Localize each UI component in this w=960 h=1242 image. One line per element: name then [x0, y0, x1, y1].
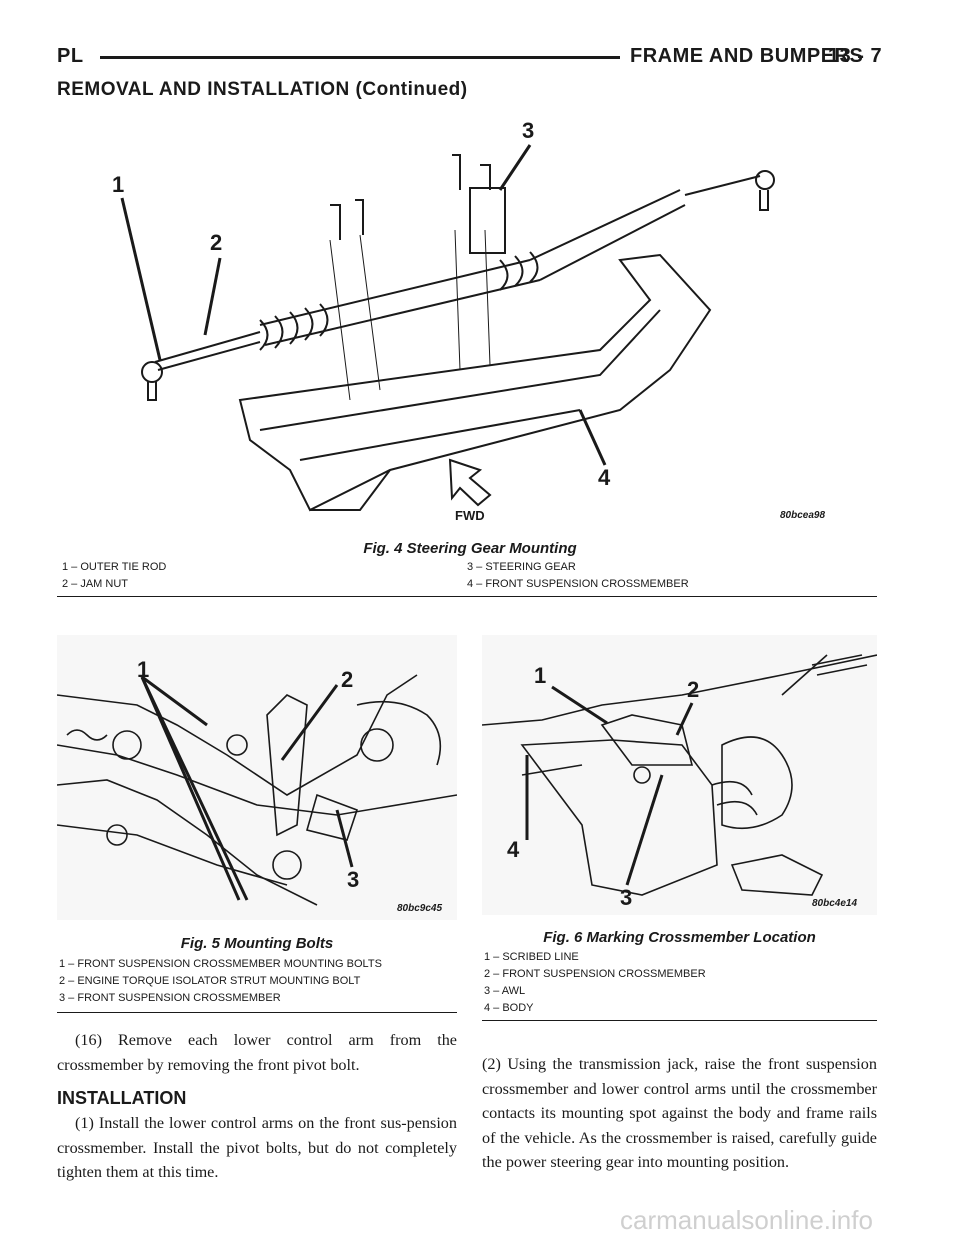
header-section: FRAME AND BUMPERS	[630, 45, 864, 67]
fig4-rule	[57, 596, 877, 597]
fig5-rule	[57, 1012, 457, 1013]
fig6-legend-4: 4 – BODY	[484, 1002, 534, 1014]
fig6-caption: Fig. 6 Marking Crossmember Location	[543, 929, 816, 946]
fig4-legend-3: 3 – STEERING GEAR	[467, 561, 576, 573]
fig4-callout-3: 3	[522, 118, 535, 143]
fig5-callout-1: 1	[137, 657, 150, 682]
figure-5-mounting-bolts: 1 2 3 80bc9c45	[56, 635, 458, 920]
fig4-legend-2: 2 – JAM NUT	[62, 578, 129, 590]
section-title: REMOVAL AND INSTALLATION (Continued)	[57, 79, 468, 100]
fig5-legend-3: 3 – FRONT SUSPENSION CROSSMEMBER	[59, 992, 281, 1004]
fig6-callout-1: 1	[534, 663, 547, 688]
step-1-text: (1) Install the lower control arms on th…	[57, 1114, 457, 1181]
fig6-callout-4: 4	[507, 837, 520, 862]
fig5-legend-2: 2 – ENGINE TORQUE ISOLATOR STRUT MOUNTIN…	[59, 975, 361, 987]
fig6-callout-3: 3	[620, 885, 633, 910]
fig6-legend-1: 1 – SCRIBED LINE	[484, 951, 579, 963]
fig4-fwd-label: FWD	[455, 508, 485, 523]
step-2-text: (2) Using the transmission jack, raise t…	[482, 1055, 877, 1171]
fig5-legend-1: 1 – FRONT SUSPENSION CROSSMEMBER MOUNTIN…	[59, 958, 382, 970]
steering-gear-illustration	[141, 154, 775, 512]
fig5-callout-3: 3	[347, 867, 360, 892]
fig4-legend-1: 1 – OUTER TIE ROD	[62, 561, 167, 573]
fig6-legend-3: 3 – AWL	[484, 985, 526, 997]
header-page: 13 - 7	[828, 45, 883, 67]
fig5-code: 80bc9c45	[397, 903, 443, 914]
fig4-callout-4: 4	[598, 465, 611, 490]
fig4-legend-4: 4 – FRONT SUSPENSION CROSSMEMBER	[467, 578, 689, 590]
installation-heading: INSTALLATION	[57, 1088, 187, 1108]
figure-6-marking-crossmember: 1 2 3 4 80bc4e14	[481, 635, 878, 915]
fig5-caption: Fig. 5 Mounting Bolts	[180, 935, 334, 952]
fig4-callout-1: 1	[112, 172, 125, 197]
watermark: carmanualsonline.info	[620, 1205, 873, 1235]
figure-4-steering-gear: 1 2 3 4 FWD 80bcea98	[60, 110, 880, 530]
fig6-callout-2: 2	[687, 677, 700, 702]
fig6-legend-2: 2 – FRONT SUSPENSION CROSSMEMBER	[484, 968, 706, 980]
fig4-caption: Fig. 4 Steering Gear Mounting	[363, 540, 577, 557]
marking-crossmember-illustration	[481, 654, 878, 896]
fig6-rule	[482, 1020, 877, 1021]
fig4-code: 80bcea98	[780, 510, 826, 521]
step-16-text: (16) Remove each lower control arm from …	[57, 1031, 457, 1074]
fig4-callout-2: 2	[210, 230, 223, 255]
mounting-bolts-illustration	[56, 674, 458, 906]
fig6-code: 80bc4e14	[812, 898, 858, 909]
fig4-leader-lines	[120, 144, 607, 466]
header-rule	[100, 56, 620, 59]
fig5-callout-2: 2	[341, 667, 354, 692]
header-left: PL	[57, 45, 84, 67]
